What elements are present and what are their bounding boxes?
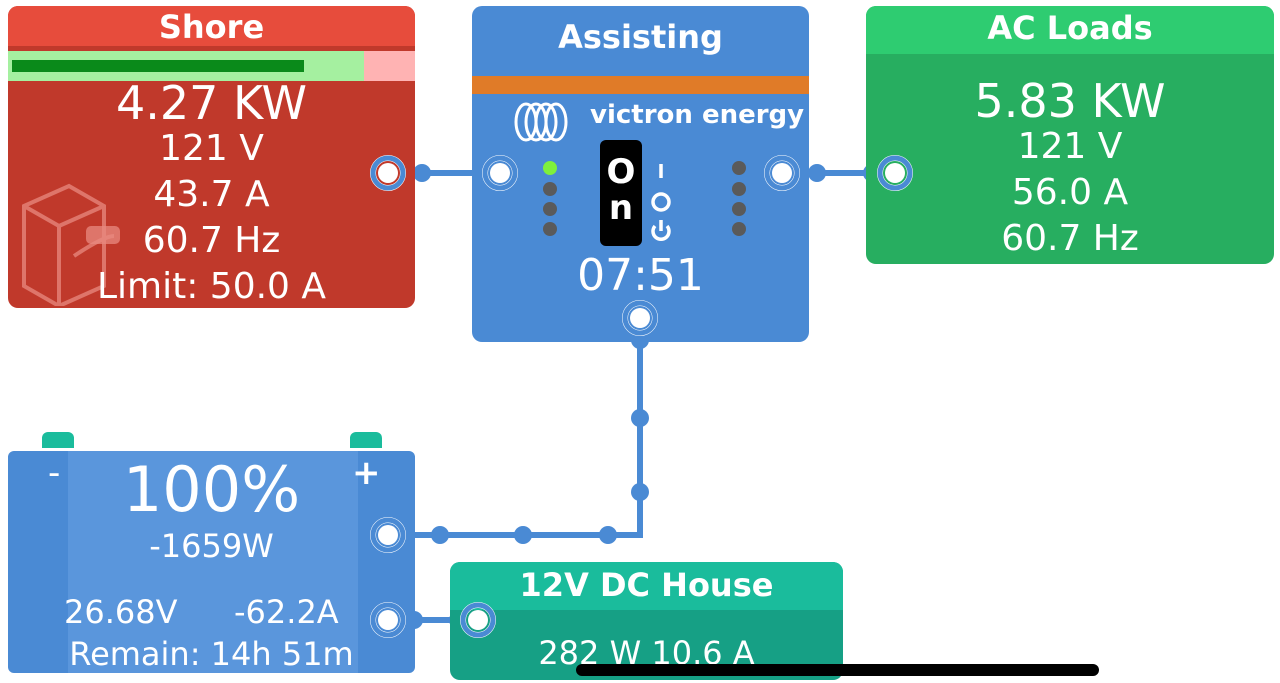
flow-dot	[631, 483, 649, 501]
flow-dot	[431, 526, 449, 544]
shore-current-bar	[8, 51, 415, 81]
inverter-strip	[472, 76, 809, 94]
ac-loads-title: AC Loads	[866, 6, 1274, 54]
off-symbol-icon	[651, 192, 671, 212]
power-symbol-icon	[651, 220, 671, 242]
battery-plus-label: +	[352, 453, 381, 493]
inverter-mode-switch[interactable]: O n	[600, 140, 642, 246]
battery-panel[interactable]: - + 100% -1659W 26.68V -62.2A Remain: 14…	[8, 451, 415, 673]
brand-name: victron energy	[590, 100, 805, 130]
wire-inverter-battery	[388, 318, 643, 538]
shore-current-bar-inner	[12, 60, 304, 72]
inverter-state: Assisting	[558, 18, 723, 56]
battery-soc: 100%	[122, 453, 301, 526]
battery-minus-label: -	[48, 453, 61, 493]
switch-label-top: O	[606, 152, 636, 192]
battery-terminal-negative	[42, 432, 74, 448]
led-mains-on	[543, 161, 557, 175]
switch-label-bottom: n	[608, 188, 634, 228]
victron-brand: victron energy	[510, 98, 804, 144]
led	[732, 222, 746, 236]
shore-title: Shore	[8, 6, 415, 46]
switch-symbols	[651, 164, 671, 242]
led	[732, 202, 746, 216]
shore-frequency: 60.7 Hz	[142, 220, 281, 261]
shore-input-limit[interactable]: Limit: 50.0 A	[96, 266, 327, 307]
led	[732, 182, 746, 196]
ac-loads-power: 5.83 KW	[974, 74, 1166, 128]
victron-logo-icon	[514, 102, 568, 142]
battery-power: -1659W	[149, 527, 274, 565]
ac-loads-frequency: 60.7 Hz	[1001, 218, 1139, 259]
ac-loads-voltage: 121 V	[1017, 126, 1123, 167]
dc-house-title: 12V DC House	[450, 562, 843, 610]
shore-panel[interactable]: Shore 4.27 KW 121 V 43.7 A 60.7 Hz Limit…	[8, 6, 415, 308]
flow-dot	[413, 164, 431, 182]
shore-current: 43.7 A	[153, 174, 270, 215]
led	[732, 161, 746, 175]
inverter-panel[interactable]: Assisting victron energy O n	[472, 6, 809, 342]
led	[543, 182, 557, 196]
flow-dot	[599, 526, 617, 544]
ac-loads-panel[interactable]: AC Loads 5.83 KW 121 V 56.0 A 60.7 Hz	[866, 6, 1274, 264]
led	[543, 202, 557, 216]
shore-power: 4.27 KW	[115, 76, 308, 130]
battery-voltage: 26.68V	[64, 593, 178, 631]
ac-loads-current: 56.0 A	[1011, 172, 1129, 213]
battery-current: -62.2A	[234, 593, 339, 631]
dc-house-panel[interactable]: 12V DC House 282 W 10.6 A	[450, 562, 843, 680]
home-indicator[interactable]	[576, 664, 1099, 676]
flow-dot	[514, 526, 532, 544]
led	[543, 222, 557, 236]
battery-remaining-time: Remain: 14h 51m	[69, 635, 354, 673]
battery-charge-fill	[68, 451, 358, 673]
shore-voltage: 121 V	[159, 128, 264, 169]
battery-terminal-positive	[350, 432, 382, 448]
flow-dot	[631, 409, 649, 427]
inverter-time: 07:51	[577, 250, 704, 301]
flow-dot	[808, 164, 826, 182]
shore-power-plug-icon	[22, 183, 120, 306]
shore-current-bar-fill	[8, 51, 364, 81]
